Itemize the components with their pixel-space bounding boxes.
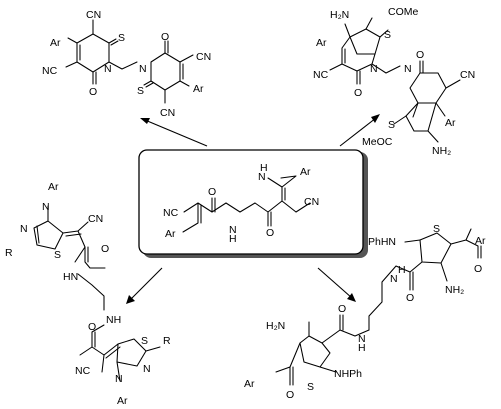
nh2-1-label: NH₂ <box>445 284 464 296</box>
ar-label: Ar <box>316 37 327 49</box>
ar1-label: Ar <box>475 235 486 247</box>
o2-label: O <box>161 31 169 43</box>
meoc-label: MeOC <box>362 136 393 148</box>
cn1-label: CN <box>88 213 103 225</box>
phhn-label: PhHN <box>368 236 396 248</box>
nh-bottom-n-label: N <box>229 224 237 236</box>
nh-bottom-h-label: H <box>229 233 237 245</box>
product-bis-thiophene: PhHN S Ar O O NH₂ N H H₂N O N H Ar O S N… <box>244 223 486 401</box>
h2n-label: H₂N <box>330 9 349 21</box>
s1-label: S <box>118 32 125 44</box>
nh1-label: NH <box>106 314 121 326</box>
arrow-to-bottom-left <box>129 267 163 301</box>
central-reactant: Ar CN N H O O N H NC Ar <box>138 149 368 258</box>
nc2-label: NC <box>75 365 91 377</box>
o1-label: O <box>354 87 362 99</box>
ar2-label: Ar <box>445 117 456 129</box>
hn-label: H <box>398 264 406 276</box>
o2-label: O <box>406 292 414 304</box>
nh-link-label: N <box>358 333 366 345</box>
arrowhead-top-left <box>140 118 150 124</box>
n2-label: N <box>404 63 412 75</box>
n1-label: N <box>370 63 378 75</box>
o2-label: O <box>88 321 96 333</box>
o-top-label: O <box>266 227 274 239</box>
ar-label: Ar <box>50 37 61 49</box>
s2-label: S <box>388 119 395 131</box>
s1-label: S <box>54 249 61 261</box>
hn1-label: HN <box>63 271 78 283</box>
product-bis-thienopyridine: H₂N COMe Ar S NC N O N O CN S Ar MeOC NH… <box>313 6 475 157</box>
s2-label: S <box>137 85 144 97</box>
s1-label: S <box>433 223 440 235</box>
s2-label: S <box>141 335 148 347</box>
o1-label: O <box>474 263 482 275</box>
o1-label: O <box>101 243 109 255</box>
n1-label: N <box>104 63 112 75</box>
ar2-label: Ar <box>117 395 128 407</box>
ar1-label: Ar <box>48 181 59 193</box>
h2n-label: H₂N <box>266 320 285 332</box>
n3-label: N <box>143 363 151 375</box>
ar2-label: Ar <box>244 378 255 390</box>
arrowhead-top-right <box>371 114 380 123</box>
nhph-label: NHPh <box>334 368 362 380</box>
o4-label: O <box>286 389 294 401</box>
ar-top-label: Ar <box>300 166 311 178</box>
reaction-arrows <box>126 114 380 304</box>
reactant-box <box>138 149 364 255</box>
arrow-to-top-left <box>144 119 208 147</box>
central-molecule: Ar CN N H O O N H NC Ar <box>163 162 319 245</box>
n-top-label: N <box>258 171 266 183</box>
n2-label: N <box>20 223 28 235</box>
o1-label: O <box>89 86 97 98</box>
s2-label: S <box>307 381 314 393</box>
product-bis-pyridinethione: CN S Ar N NC O O N CN S Ar CN <box>42 9 211 119</box>
s1-label: S <box>384 29 391 41</box>
o3-label: O <box>338 303 346 315</box>
n4-label: N <box>115 373 123 385</box>
ar2-label: Ar <box>193 83 204 95</box>
ar-bottom-label: Ar <box>165 228 176 240</box>
nh-top-label: H <box>260 162 268 174</box>
r1-label: R <box>5 247 13 259</box>
nc1-label: NC <box>42 65 58 77</box>
cn-left-label: NC <box>163 207 179 219</box>
cn2-label: CN <box>196 51 211 63</box>
arrow-to-top-right <box>339 117 377 147</box>
nh-link-h-label: H <box>358 342 366 354</box>
o-bottom-label: O <box>208 186 216 198</box>
cn-right-label: CN <box>304 196 319 208</box>
cn1-label: CN <box>86 9 101 21</box>
come-label: COMe <box>388 6 418 18</box>
r2-label: R <box>163 335 171 347</box>
cn-label: CN <box>460 69 475 81</box>
nc-label: NC <box>313 69 329 81</box>
arrowhead-bottom-left <box>126 295 135 304</box>
n1-label: N <box>42 201 50 213</box>
arrowhead-bottom-right <box>347 293 356 302</box>
product-bis-thiadiazole: Ar N N CN R S O HN NH O S R NC N N Ar <box>5 181 171 407</box>
arrow-to-bottom-right <box>317 267 353 299</box>
n2-label: N <box>139 63 147 75</box>
nh2-label: NH₂ <box>432 145 451 157</box>
cn3-label: CN <box>160 107 175 119</box>
n-link-label: N <box>390 273 398 285</box>
o2-label: O <box>416 49 424 61</box>
